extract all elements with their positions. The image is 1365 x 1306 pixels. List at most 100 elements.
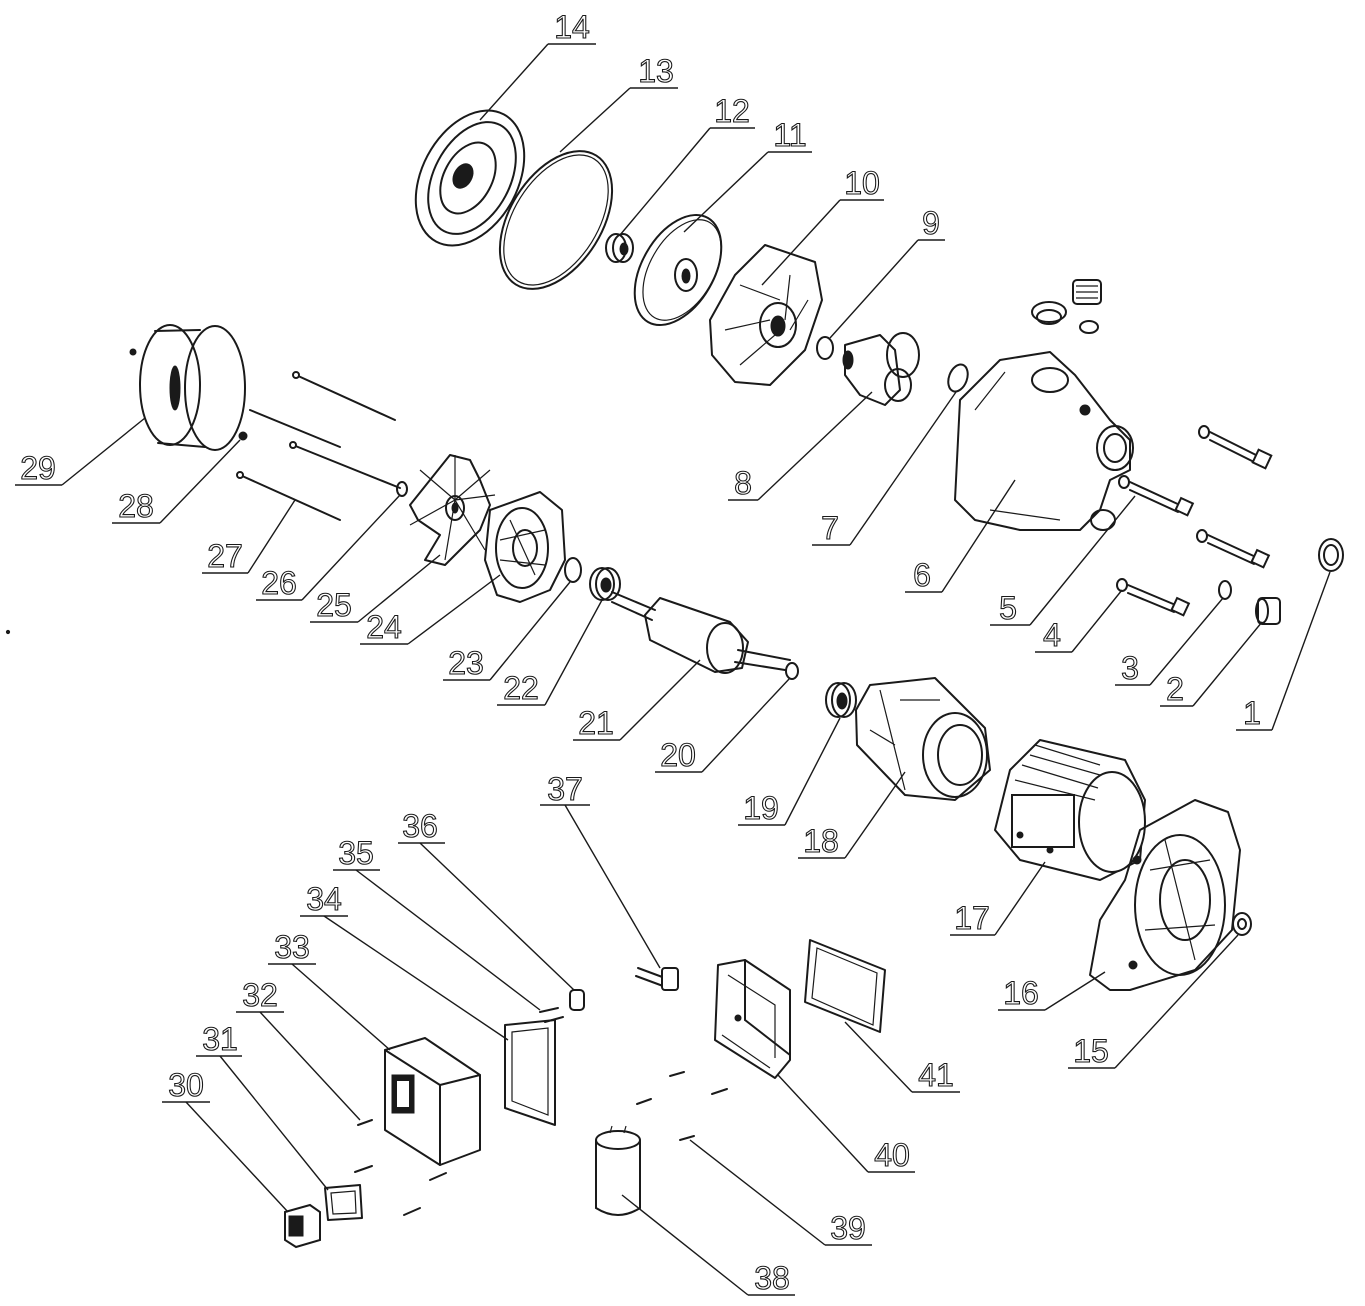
part-16-front-bracket — [1089, 799, 1241, 991]
label-19: 19 — [743, 790, 779, 826]
part-26-washer — [396, 481, 408, 497]
label-10: 10 — [844, 165, 880, 201]
callout-10: 10 — [761, 164, 884, 286]
label-22: 22 — [503, 670, 539, 706]
part-33-terminal-box — [384, 1037, 481, 1166]
part-6-pump-body — [954, 351, 1134, 531]
callout-5: 5 — [990, 495, 1136, 627]
callout-21: 21 — [573, 659, 701, 742]
part-14-cover-disc — [414, 109, 526, 247]
callout-19: 19 — [738, 717, 841, 827]
label-12: 12 — [714, 93, 750, 129]
callout-41: 41 — [844, 1021, 960, 1094]
callouts: 14 13 12 11 10 9 8 7 — [15, 8, 1331, 1297]
part-2-drain-plug — [1255, 597, 1281, 625]
part-29-fan-cover — [129, 324, 246, 451]
part-19-bearing — [825, 682, 857, 718]
part-36-connector — [569, 989, 585, 1011]
label-29: 29 — [20, 450, 56, 486]
part-21-rotor — [611, 591, 791, 674]
callout-4: 4 — [1035, 589, 1123, 654]
callout-40: 40 — [777, 1074, 915, 1174]
callout-33: 33 — [268, 928, 391, 1051]
callout-22: 22 — [497, 599, 603, 707]
part-25-fan — [409, 454, 496, 566]
label-34: 34 — [306, 881, 342, 917]
callout-28: 28 — [112, 439, 241, 525]
part-3-washer — [1218, 580, 1232, 600]
label-35: 35 — [338, 835, 374, 871]
callout-6: 6 — [905, 479, 1016, 594]
callout-38: 38 — [621, 1194, 795, 1297]
callout-12: 12 — [619, 92, 755, 236]
callout-16: 16 — [998, 971, 1106, 1012]
label-30: 30 — [168, 1067, 204, 1103]
callout-9: 9 — [829, 204, 945, 339]
callout-18: 18 — [798, 771, 906, 860]
label-3: 3 — [1121, 650, 1139, 686]
label-23: 23 — [448, 645, 484, 681]
part-10-diffuser — [709, 244, 823, 386]
label-33: 33 — [274, 929, 310, 965]
label-40: 40 — [874, 1137, 910, 1173]
label-11: 11 — [773, 117, 806, 153]
label-8: 8 — [734, 465, 752, 501]
label-41: 41 — [918, 1057, 954, 1093]
callout-7: 7 — [812, 391, 957, 547]
label-13: 13 — [638, 53, 674, 89]
part-priming-plug — [1031, 279, 1102, 334]
callout-15: 15 — [1068, 934, 1239, 1070]
part-5-bolts — [1118, 425, 1273, 569]
part-40-terminal-base — [714, 959, 791, 1079]
callout-26: 26 — [256, 494, 401, 602]
callout-2: 2 — [1160, 621, 1263, 708]
callout-29: 29 — [15, 417, 146, 487]
callout-23: 23 — [443, 581, 571, 682]
callout-24: 24 — [360, 574, 501, 646]
label-6: 6 — [913, 557, 931, 593]
stray-dot — [5, 629, 11, 635]
part-22-bearing — [589, 567, 621, 601]
label-25: 25 — [316, 587, 352, 623]
label-16: 16 — [1003, 975, 1039, 1011]
callout-11: 11 — [683, 116, 812, 233]
part-13-o-ring — [498, 150, 614, 290]
part-39-screws — [636, 1071, 728, 1141]
label-5: 5 — [999, 590, 1017, 626]
callout-32: 32 — [236, 976, 361, 1121]
label-31: 31 — [202, 1021, 238, 1057]
callout-13: 13 — [559, 52, 678, 153]
label-14: 14 — [554, 9, 590, 45]
part-34-gasket — [504, 1019, 556, 1126]
label-27: 27 — [207, 538, 243, 574]
label-9: 9 — [922, 205, 940, 241]
part-30-switch — [284, 1203, 321, 1249]
part-27-tie-rods — [236, 371, 401, 521]
part-38-capacitor — [595, 1125, 641, 1216]
label-18: 18 — [803, 823, 839, 859]
part-8-venturi — [842, 332, 920, 406]
label-17: 17 — [954, 900, 990, 936]
label-24: 24 — [366, 609, 402, 645]
part-12-seal — [605, 233, 634, 263]
label-4: 4 — [1043, 617, 1061, 653]
label-39: 39 — [830, 1210, 866, 1246]
part-31-switch-seal — [324, 1184, 363, 1221]
part-15-washer — [1232, 912, 1252, 936]
callout-20: 20 — [655, 677, 791, 774]
part-41-gasket — [804, 939, 886, 1033]
label-36: 36 — [402, 808, 438, 844]
label-2: 2 — [1166, 671, 1184, 707]
part-18-stator — [855, 677, 991, 801]
label-28: 28 — [118, 488, 154, 524]
label-7: 7 — [821, 510, 839, 546]
part-37-cable-gland — [635, 967, 679, 991]
label-1: 1 — [1243, 695, 1261, 731]
callout-17: 17 — [950, 861, 1046, 937]
part-9-o-ring-small — [816, 336, 834, 360]
callout-8: 8 — [728, 391, 873, 502]
part-1-ring — [1318, 538, 1344, 572]
callout-35: 35 — [333, 834, 541, 1011]
part-23-spring-washer — [564, 557, 582, 583]
